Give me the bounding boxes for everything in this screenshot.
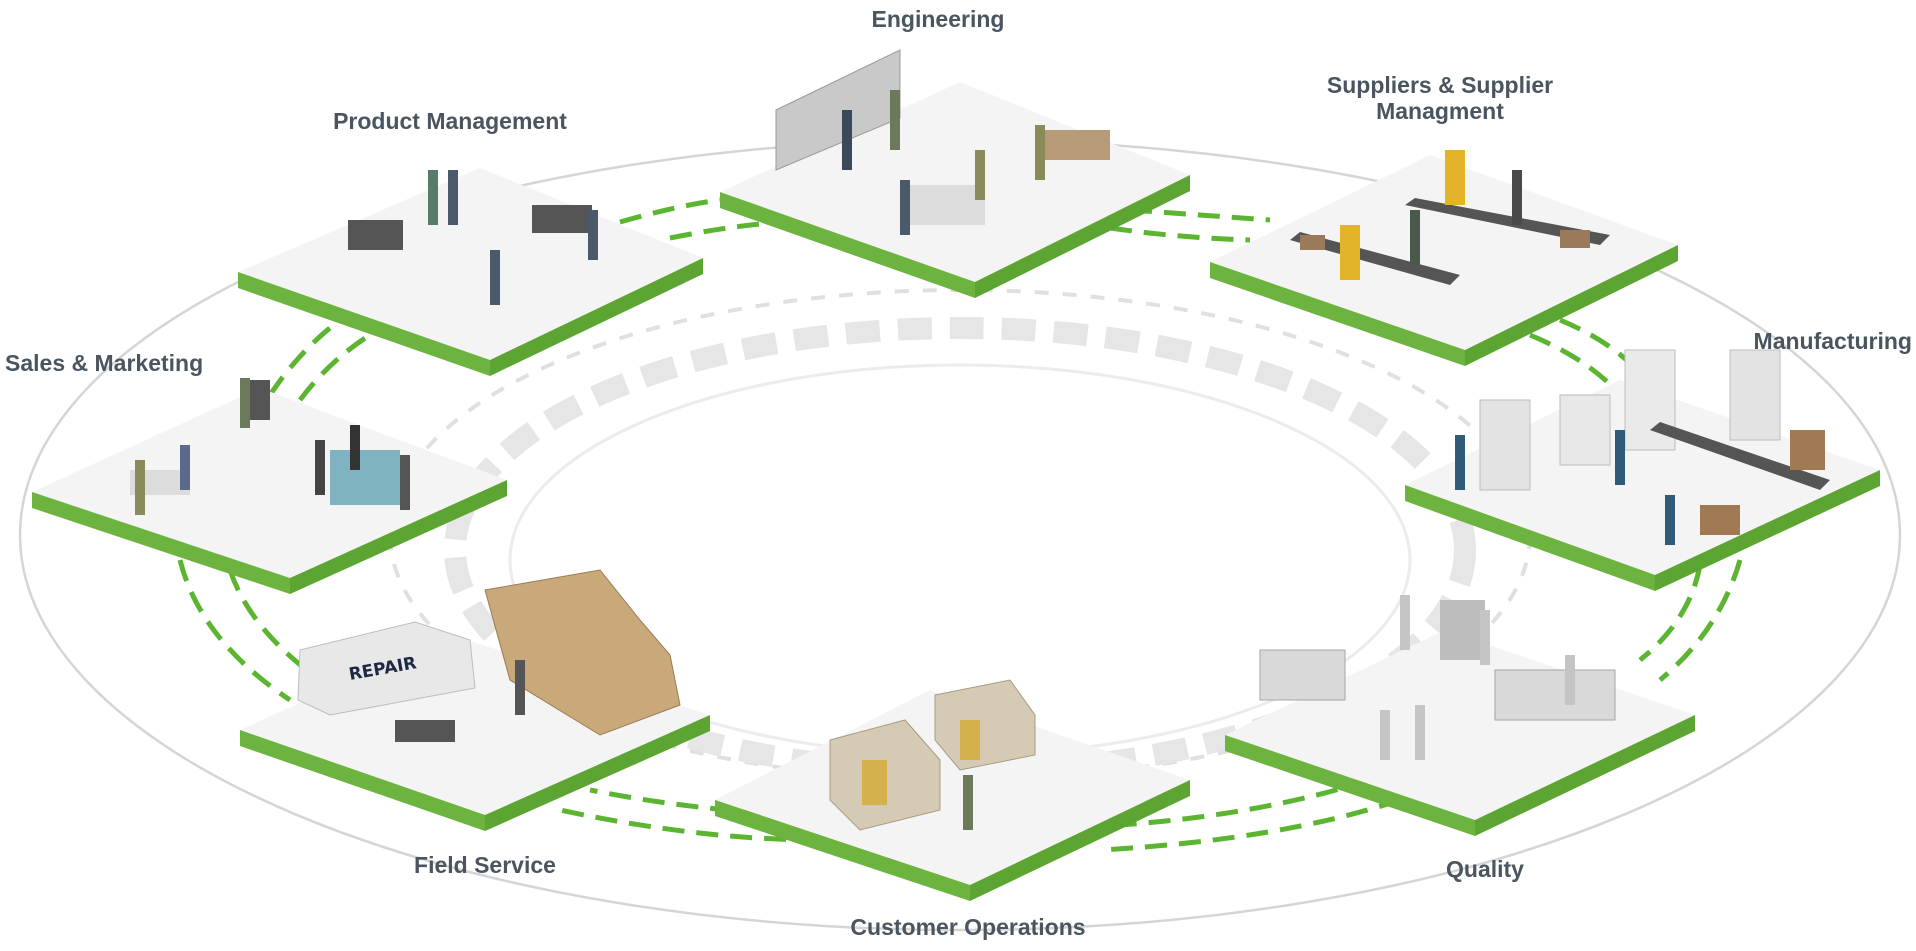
label-product-management: Product Management <box>333 108 567 134</box>
label-engineering: Engineering <box>871 6 1005 32</box>
label-customer-operations: Customer Operations <box>850 914 1086 940</box>
quality-scene <box>1259 595 1616 760</box>
platform-sales <box>32 388 507 594</box>
label-field-service: Field Service <box>414 852 556 878</box>
sales-scene <box>130 378 410 515</box>
suppliers-scene <box>1290 150 1610 285</box>
label-manufacturing: Manufacturing <box>1753 328 1912 354</box>
connector-man-qual-2 <box>1638 564 1703 662</box>
connector-sup-man <box>1559 317 1652 387</box>
connector-pm-eng <box>619 197 721 225</box>
connectors <box>177 197 1743 853</box>
connector-pm-eng-2 <box>669 221 761 241</box>
connector-fs-sales-2 <box>227 569 322 683</box>
connector-eng-sup <box>1129 207 1271 223</box>
connector-man-qual <box>1658 559 1743 682</box>
manufacturing-scene <box>1455 349 1830 545</box>
label-quality: Quality <box>1446 856 1524 882</box>
connector-fs-sales <box>177 559 292 703</box>
connector-qual-cust-2 <box>1119 777 1371 828</box>
platform-customer-operations <box>715 690 1190 901</box>
label-sales-marketing: Sales & Marketing <box>5 350 204 376</box>
connector-sales-pm <box>267 318 342 397</box>
connector-qual-cust <box>1099 797 1401 853</box>
product-management-scene <box>348 170 598 305</box>
engineering-scene <box>775 49 1110 235</box>
customer-operations-scene <box>829 679 1036 831</box>
connector-sup-man-2 <box>1529 332 1622 397</box>
platform-suppliers <box>1210 155 1678 366</box>
connector-eng-sup-2 <box>1109 225 1251 243</box>
label-suppliers: Suppliers & Supplier Managment <box>1326 72 1554 124</box>
field-service-scene: REPAIR <box>297 569 681 742</box>
connector-cust-fs-2 <box>589 787 801 818</box>
platform-product-management <box>238 168 703 376</box>
connector-sales-pm-2 <box>298 332 372 402</box>
